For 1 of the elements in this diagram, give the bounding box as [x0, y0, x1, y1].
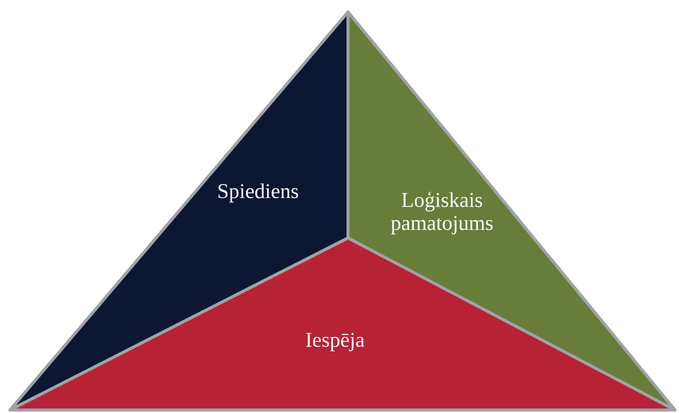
triangle-segment: Iespēja — [8, 236, 676, 412]
